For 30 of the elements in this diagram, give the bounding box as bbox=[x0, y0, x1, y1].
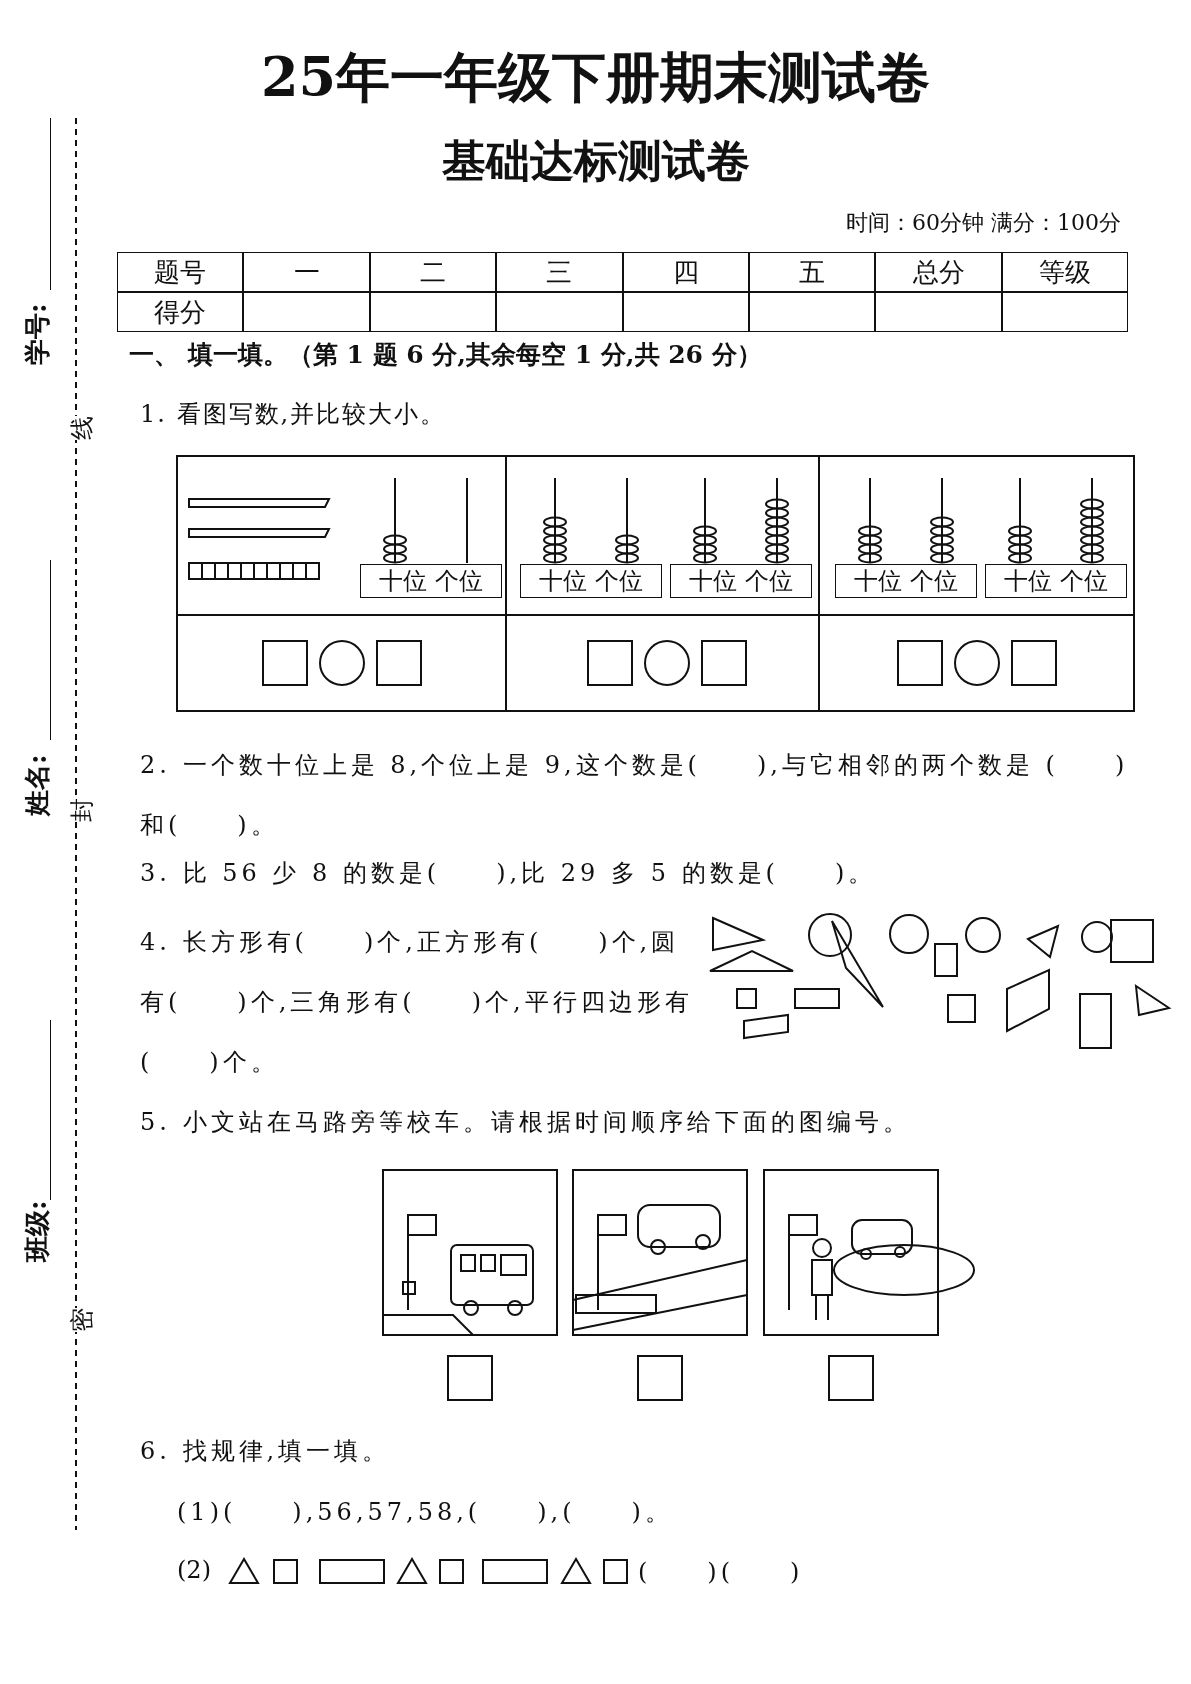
table-header-cell: 五 bbox=[749, 252, 876, 292]
question-text: 5. 小文站在马路旁等校车。请根据时间顺序给下面的图编号。 bbox=[140, 1107, 911, 1138]
question-text: 1. 看图写数,并比较大小。 bbox=[140, 399, 447, 430]
question-text: 4. 长方形有( )个,正方形有( )个,圆有( )个,三角形有( )个,平行四边形有( )个。 bbox=[140, 927, 694, 1078]
table-header-cell: 一 bbox=[243, 252, 370, 292]
subtitle: 基础达标测试卷 bbox=[440, 134, 751, 188]
exam-info: 时间：60分钟 满分：100分 bbox=[846, 209, 1121, 237]
place-value-label: 十位 个位 bbox=[985, 564, 1127, 598]
table-header-cell: 二 bbox=[369, 252, 497, 292]
place-value-label: 十位 个位 bbox=[670, 564, 812, 598]
field-label: 姓名: bbox=[21, 754, 53, 816]
question-text: 2. 一个数十位上是 8,个位上是 9,这个数是( ),与它相邻的两个数是 ( )和( )。 bbox=[140, 750, 1130, 841]
table-header-cell: 三 bbox=[496, 252, 623, 292]
place-value-label: 十位 个位 bbox=[835, 564, 977, 598]
table-header-cell: 等级 bbox=[1001, 252, 1129, 292]
question-text: 6. 找规律,填一填。 bbox=[140, 1436, 391, 1467]
section-heading: 一、 填一填。（第 1 题 6 分,其余每空 1 分,共 26 分） bbox=[129, 339, 762, 371]
table-header-cell: 总分 bbox=[875, 252, 1002, 292]
table-header-cell: 题号 bbox=[117, 252, 244, 292]
field-label: 学号: bbox=[21, 303, 53, 365]
table-header-cell: 得分 bbox=[117, 292, 244, 332]
question-text: ( )( ) bbox=[638, 1557, 804, 1588]
place-value-label: 十位 个位 bbox=[520, 564, 662, 598]
table-header-cell: 四 bbox=[622, 252, 749, 292]
title: 25年一年级下册期末测试卷 bbox=[259, 44, 932, 111]
question-text: (2) bbox=[177, 1556, 211, 1584]
field-label: 班级: bbox=[21, 1200, 53, 1262]
question-text: 3. 比 56 少 8 的数是( ),比 29 多 5 的数是( )。 bbox=[140, 858, 877, 889]
place-value-label: 十位 个位 bbox=[360, 564, 502, 598]
question-text: (1)( ),56,57,58,( ),( )。 bbox=[177, 1497, 673, 1528]
